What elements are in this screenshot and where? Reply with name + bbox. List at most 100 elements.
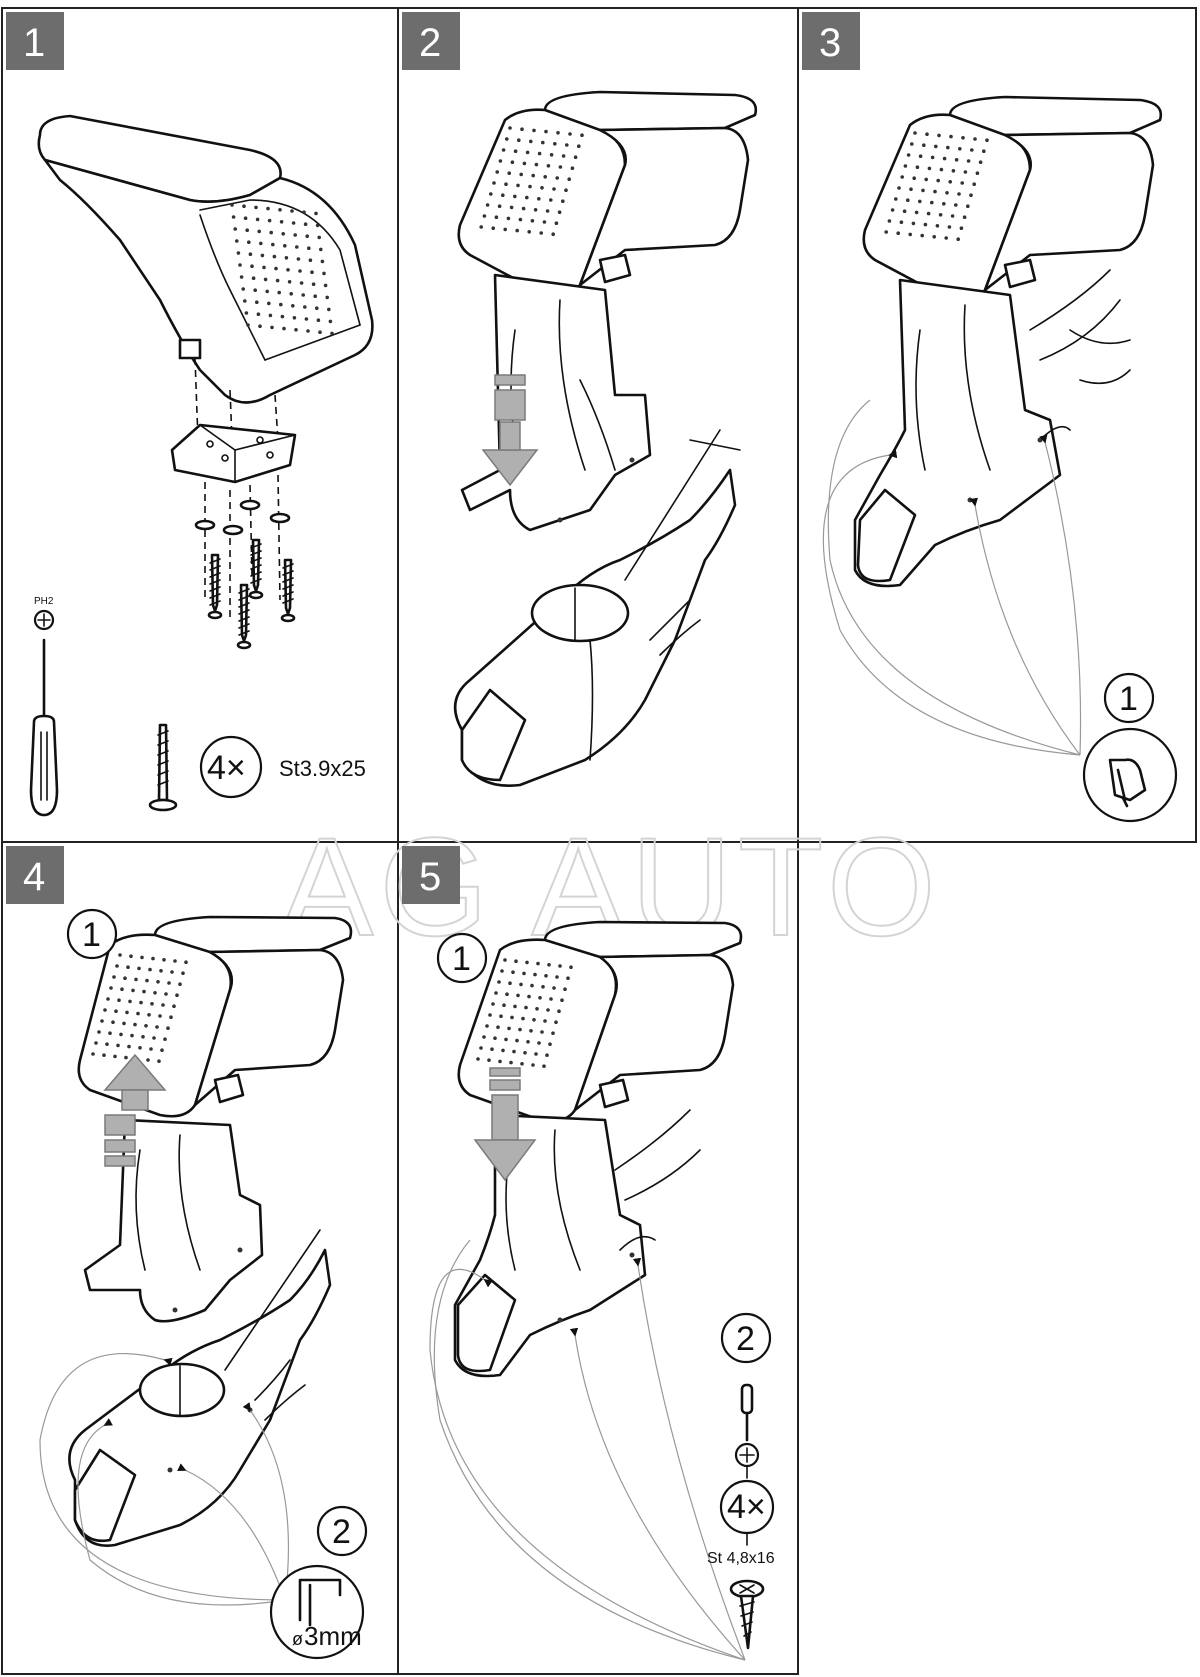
pad-dot xyxy=(153,991,157,995)
drill-hole-icon: ø 3mm xyxy=(269,1564,365,1660)
pad-dot xyxy=(934,144,938,149)
pad-dot xyxy=(552,986,556,990)
pad-dot xyxy=(520,1062,524,1066)
pad-dot xyxy=(913,131,917,135)
pad-dot xyxy=(113,1054,117,1059)
panel-frames xyxy=(1,7,1197,1675)
pad-dot xyxy=(566,976,570,980)
pad-dot xyxy=(162,958,166,962)
pad-dot xyxy=(568,132,572,136)
panel-4-lift-and-drill xyxy=(39,915,353,1606)
pad-dot xyxy=(302,210,306,214)
svg-text:1: 1 xyxy=(1119,680,1138,718)
pad-dot xyxy=(963,170,968,174)
pad-dot xyxy=(243,299,247,303)
pad-dot xyxy=(543,175,547,179)
pad-dot xyxy=(909,187,913,191)
pad-dot xyxy=(906,198,910,202)
pad-dot xyxy=(120,987,124,991)
pad-dot xyxy=(286,268,290,272)
pad-dot xyxy=(159,969,163,973)
pad-dot xyxy=(542,220,547,224)
pad-dot xyxy=(546,164,551,168)
pad-dot xyxy=(482,214,487,218)
pad-dot xyxy=(491,226,496,230)
screw-thread xyxy=(250,543,262,549)
pad-dot xyxy=(545,1053,549,1057)
pad-dot xyxy=(490,1047,494,1051)
step-number: 2 xyxy=(419,21,441,65)
pad-dot xyxy=(558,165,563,169)
pad-dot xyxy=(111,1020,115,1024)
pad-dot xyxy=(280,314,285,319)
pad-dot xyxy=(293,233,298,237)
pad-dot xyxy=(961,136,965,140)
pad-dot xyxy=(509,1060,513,1065)
step-number: 4 xyxy=(23,855,45,899)
pad-dot xyxy=(530,219,535,223)
pad-dot xyxy=(262,265,266,270)
pad-dot xyxy=(303,222,308,226)
dotted-pad xyxy=(479,126,584,236)
pad-dot xyxy=(516,993,520,998)
pad-dot xyxy=(535,1007,539,1011)
pad-dot xyxy=(513,194,517,199)
pad-dot xyxy=(959,226,964,230)
pad-dot xyxy=(238,263,242,267)
pad-dot xyxy=(488,1013,492,1017)
pad-dot xyxy=(506,216,511,221)
pad-dot xyxy=(283,244,287,248)
drill-diameter-symbol: ø xyxy=(292,1629,303,1649)
pad-dot xyxy=(479,225,484,229)
pad-dot xyxy=(508,981,512,985)
pad-dot xyxy=(501,148,506,152)
pad-dot xyxy=(265,289,270,294)
pad-dot xyxy=(295,245,299,249)
pad-dot xyxy=(515,228,519,233)
pad-dot xyxy=(561,154,566,158)
pad-dot xyxy=(554,221,559,225)
pad-dot xyxy=(303,305,307,309)
pad-dot xyxy=(525,960,529,965)
step-badge-3: 3 xyxy=(802,12,860,70)
pad-dot xyxy=(141,1035,145,1039)
pad-dot xyxy=(485,203,490,207)
pad-dot xyxy=(521,206,526,211)
pad-dot xyxy=(908,232,912,237)
pad-dot xyxy=(975,171,980,175)
pad-dot xyxy=(923,222,928,227)
pad-dot xyxy=(896,231,900,235)
pad-dot xyxy=(553,142,557,146)
pad-dot xyxy=(151,956,155,961)
pad-dot xyxy=(501,1048,505,1053)
pad-dot xyxy=(508,126,512,130)
armrest-body xyxy=(43,158,374,404)
screw-thread xyxy=(209,593,221,599)
pad-dot xyxy=(239,275,244,279)
pad-dot xyxy=(260,253,265,258)
pad-dot xyxy=(134,977,138,982)
pad-dot xyxy=(956,237,960,241)
pad-dot xyxy=(527,230,531,234)
pad-dot xyxy=(270,325,274,330)
pad-dot xyxy=(146,1058,150,1062)
panel-1-armrest-assembly xyxy=(37,114,374,650)
screw-thread xyxy=(282,584,294,590)
pad-dot xyxy=(957,192,961,196)
pad-dot xyxy=(157,1059,161,1063)
pad-dot xyxy=(494,991,498,995)
pad-dot xyxy=(310,270,314,275)
pad-dot xyxy=(492,181,496,185)
pad-dot xyxy=(536,961,540,966)
screw-thread xyxy=(282,570,294,576)
pad-dot xyxy=(284,255,289,260)
pad-dot xyxy=(557,210,562,214)
hand-mark-icon xyxy=(1082,727,1178,823)
pad-dot xyxy=(512,1049,516,1054)
pad-dot xyxy=(269,230,274,235)
pad-dot xyxy=(476,1057,480,1061)
screw-thread xyxy=(238,609,250,615)
pad-dot xyxy=(511,970,515,974)
pad-dot xyxy=(241,287,245,291)
pad-dot xyxy=(267,218,272,223)
